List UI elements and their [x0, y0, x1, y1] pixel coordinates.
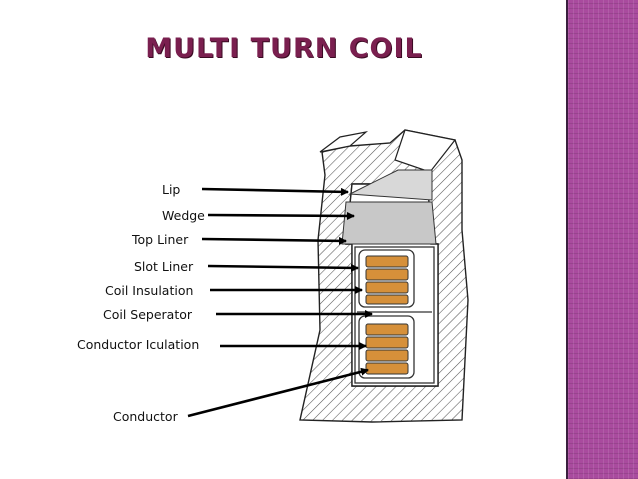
conductors-upper [365, 255, 409, 305]
label-coil-separator: Coil Seperator [103, 307, 193, 322]
conductors-lower [365, 323, 409, 375]
arrow-slot-liner [207, 263, 359, 272]
arrow-lip [201, 187, 349, 196]
conductor [365, 362, 409, 375]
wedge-lower [341, 201, 437, 245]
conductor [365, 255, 409, 268]
arrow-conductor [187, 367, 369, 418]
conductor [365, 336, 409, 349]
label-wedge: Wedge [162, 208, 205, 223]
conductor [365, 294, 409, 305]
label-top-liner: Top Liner [132, 232, 189, 247]
core-top-face [319, 130, 369, 153]
arrow-top-liner [201, 236, 347, 245]
accent-band-edge [566, 0, 568, 479]
slide-title: MULTI TURN COIL [145, 33, 423, 64]
label-coil-insulation: Coil Insulation [105, 283, 194, 298]
wedge [348, 169, 433, 201]
label-slot-liner: Slot Liner [134, 259, 194, 274]
label-conductor: Conductor [113, 409, 178, 424]
accent-band [568, 0, 638, 479]
conductor [365, 323, 409, 336]
core-top-face-right [394, 129, 457, 173]
conductor [365, 349, 409, 362]
leader-arrows [187, 187, 373, 418]
arrow-wedge [207, 211, 355, 220]
label-conductor-insulation: Conductor Iculation [77, 337, 200, 352]
slot-diagram [187, 129, 469, 423]
conductor [365, 268, 409, 281]
conductor [365, 281, 409, 294]
label-lip: Lip [162, 182, 181, 197]
